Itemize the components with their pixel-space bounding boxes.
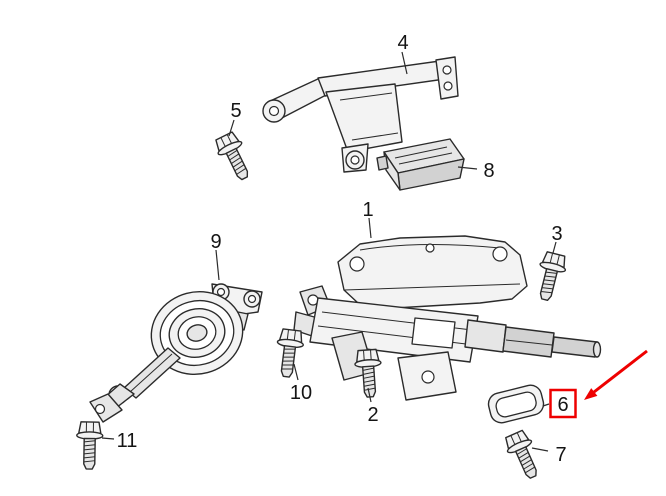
part-9-intermediate-shaft <box>89 283 263 423</box>
part-label-6: 6 <box>557 394 568 416</box>
leader-line-11 <box>101 437 115 440</box>
part-label-10: 10 <box>290 382 312 404</box>
part-10-bolt <box>272 327 306 379</box>
part-label-2: 2 <box>367 404 378 426</box>
part-label-9: 9 <box>210 231 221 253</box>
leader-lines <box>101 51 557 452</box>
part-label-7: 7 <box>555 444 566 466</box>
part-7-bolt <box>501 428 546 483</box>
highlight-arrow-shaft <box>593 349 648 394</box>
leader-line-10 <box>293 363 299 381</box>
part-11-bolt <box>75 421 104 470</box>
leader-line-1 <box>368 217 372 239</box>
part-label-4: 4 <box>397 32 408 54</box>
leader-line-5 <box>228 119 235 137</box>
leader-line-9 <box>215 249 220 281</box>
part-8-control-module <box>376 138 465 191</box>
part-label-8: 8 <box>483 160 494 182</box>
part-label-3: 3 <box>551 223 562 245</box>
part-6-cover-cap <box>487 384 545 424</box>
leader-line-3 <box>552 241 557 254</box>
leader-line-4 <box>401 51 408 75</box>
part-4-support-bracket <box>262 56 459 173</box>
part-3-bolt <box>531 250 570 304</box>
leader-line-7 <box>531 447 549 452</box>
highlight-arrow <box>584 349 648 400</box>
highlight-arrow-head <box>584 388 598 400</box>
leader-line-8 <box>457 166 478 170</box>
part-5-bolt <box>211 129 257 185</box>
part-label-5: 5 <box>230 100 241 122</box>
leader-line-6 <box>542 403 550 407</box>
highlight-box-part-6 <box>549 388 577 419</box>
leader-line-2 <box>367 387 372 403</box>
part-label-1: 1 <box>362 199 373 221</box>
part-label-11: 11 <box>117 430 138 452</box>
